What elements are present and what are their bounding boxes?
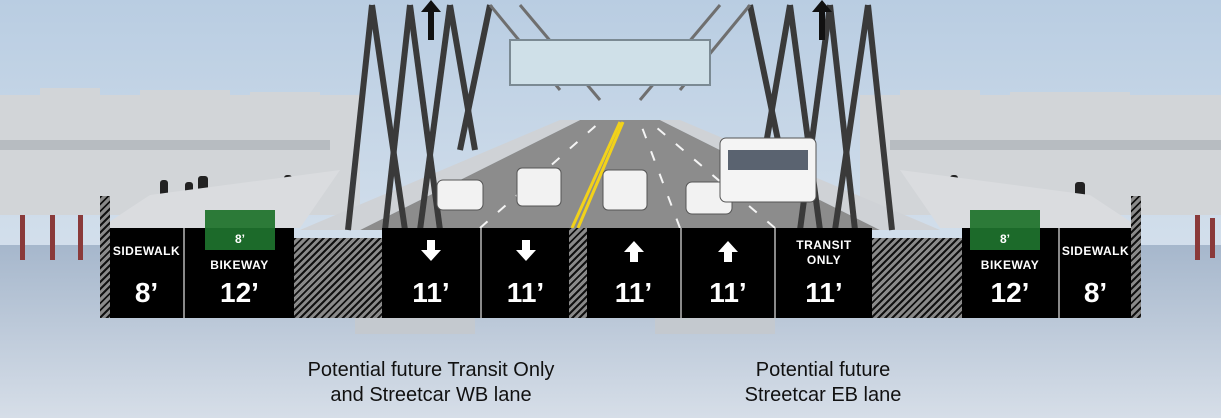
roadway-deck (382, 228, 872, 318)
left-barrier-hatch (100, 196, 110, 318)
pointer-arrow-icon (812, 0, 832, 40)
bikeway-right-width: 12’ (990, 277, 1030, 308)
transit-label-line1: TRANSIT (796, 238, 852, 252)
sidewalk-left-label: SIDEWALK (112, 244, 181, 258)
down-arrow-icon (421, 240, 441, 261)
lane-3-width: 11’ (614, 277, 653, 308)
sidewalk-left-width: 8’ (134, 277, 159, 308)
median-hatch (569, 228, 587, 318)
bikeway-left-tag: 8’ (205, 228, 275, 250)
sidewalk-left-cell: SIDEWALK 8’ (110, 228, 183, 318)
down-arrow-icon (515, 240, 536, 261)
sidewalk-right-width: 8’ (1083, 277, 1108, 308)
bikeway-right-cell: BIKEWAY 12’ (962, 228, 1058, 318)
left-annotation-line2: and Streetcar WB lane (330, 384, 532, 406)
lane-2-width: 11’ (506, 277, 545, 308)
bikeway-right-tag: 8’ (970, 228, 1040, 250)
right-annotation-line1: Potential future (755, 359, 891, 381)
up-arrow-icon (623, 241, 644, 262)
divider (1058, 228, 1060, 318)
vehicles (436, 137, 817, 215)
bikeway-left-label: BIKEWAY (210, 258, 269, 272)
transit-label-line2: ONLY (806, 253, 842, 267)
divider (183, 228, 185, 318)
lane-3-cell: 11’ (587, 228, 680, 318)
right-gap-hatch (872, 238, 962, 318)
lane-5-width: 11’ (805, 277, 843, 308)
skybridge (509, 39, 711, 86)
sidewalk-right-cell: SIDEWALK 8’ (1060, 228, 1131, 318)
right-annotation-line2: Streetcar EB lane (744, 384, 902, 406)
lane-2-cell: 11’ (482, 228, 569, 318)
pointer-arrow-icon (421, 0, 441, 40)
sidewalk-right-label: SIDEWALK (1061, 244, 1130, 258)
lane-5-transit-cell: TRANSIT ONLY 11’ (776, 228, 872, 318)
divider (774, 228, 776, 318)
divider (480, 228, 482, 318)
right-barrier-hatch (1131, 196, 1141, 318)
bikeway-right-label: BIKEWAY (980, 258, 1040, 272)
bikeway-left-cell: BIKEWAY 12’ (185, 228, 294, 318)
bikeway-left-width: 12’ (220, 277, 259, 308)
lane-4-cell: 11’ (682, 228, 774, 318)
right-annotation: Potential future Streetcar EB lane (710, 358, 936, 408)
lane-1-cell: 11’ (382, 228, 480, 318)
lane-1-width: 11’ (412, 277, 450, 308)
left-annotation: Potential future Transit Only and Street… (268, 358, 594, 408)
up-arrow-icon (718, 241, 738, 262)
divider (680, 228, 682, 318)
left-gap-hatch (294, 238, 382, 318)
lane-4-width: 11’ (709, 277, 747, 308)
left-annotation-line1: Potential future Transit Only (307, 359, 555, 381)
